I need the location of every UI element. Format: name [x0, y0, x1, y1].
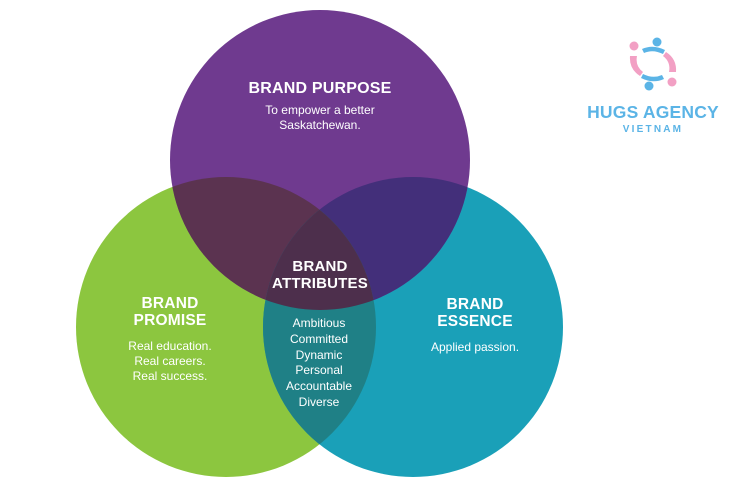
brand-essence-title-line: BRAND — [446, 296, 504, 313]
attribute-item: Committed — [289, 331, 348, 346]
attribute-item: Personal — [295, 363, 343, 378]
purpose-essence-overlap — [263, 177, 470, 310]
attribute-item: Dynamic — [295, 347, 343, 362]
brand-attributes-list: Ambitious Committed Dynamic Personal Acc… — [263, 316, 375, 411]
attribute-item: Ambitious — [292, 316, 346, 330]
attribute-item: Accountable — [285, 379, 353, 394]
brand-promise-line: Real careers. — [134, 354, 206, 368]
purpose-promise-overlap — [170, 177, 376, 310]
brand-attributes-title: BRAND ATTRIBUTES — [258, 258, 382, 292]
brand-promise-title-line: BRAND — [141, 295, 199, 312]
brand-attributes-title-line: BRAND — [292, 258, 348, 275]
hugs-people-icon — [629, 37, 677, 91]
center-overlap — [263, 177, 376, 310]
attribute-item: Diverse — [298, 394, 340, 409]
logo-name: HUGS AGENCY — [587, 102, 719, 122]
brand-essence-title-line: ESSENCE — [437, 313, 513, 330]
brand-purpose-line: To empower a better — [265, 103, 375, 117]
brand-purpose-line: Saskatchewan. — [279, 118, 361, 132]
brand-purpose-label: BRAND PURPOSE To empower a better Saskat… — [232, 80, 408, 133]
brand-attributes-title-line: ATTRIBUTES — [272, 275, 368, 292]
brand-attributes-label: BRAND ATTRIBUTES — [258, 258, 382, 292]
brand-promise-line: Real education. — [128, 339, 212, 353]
brand-essence-label: BRAND ESSENCE Applied passion. — [405, 296, 545, 355]
brand-promise-title: BRAND PROMISE — [95, 295, 245, 329]
brand-essence-title: BRAND ESSENCE — [405, 296, 545, 330]
logo-subtitle: VIETNAM — [622, 124, 684, 135]
brand-promise-label: BRAND PROMISE Real education. Real caree… — [95, 295, 245, 384]
brand-promise-line: Real success. — [132, 369, 208, 383]
brand-essence-line: Applied passion. — [430, 340, 520, 354]
brand-promise-title-line: PROMISE — [133, 312, 207, 329]
hugs-agency-logo: HUGS AGENCY VIETNAM — [578, 36, 728, 146]
brand-purpose-title: BRAND PURPOSE — [248, 80, 392, 97]
